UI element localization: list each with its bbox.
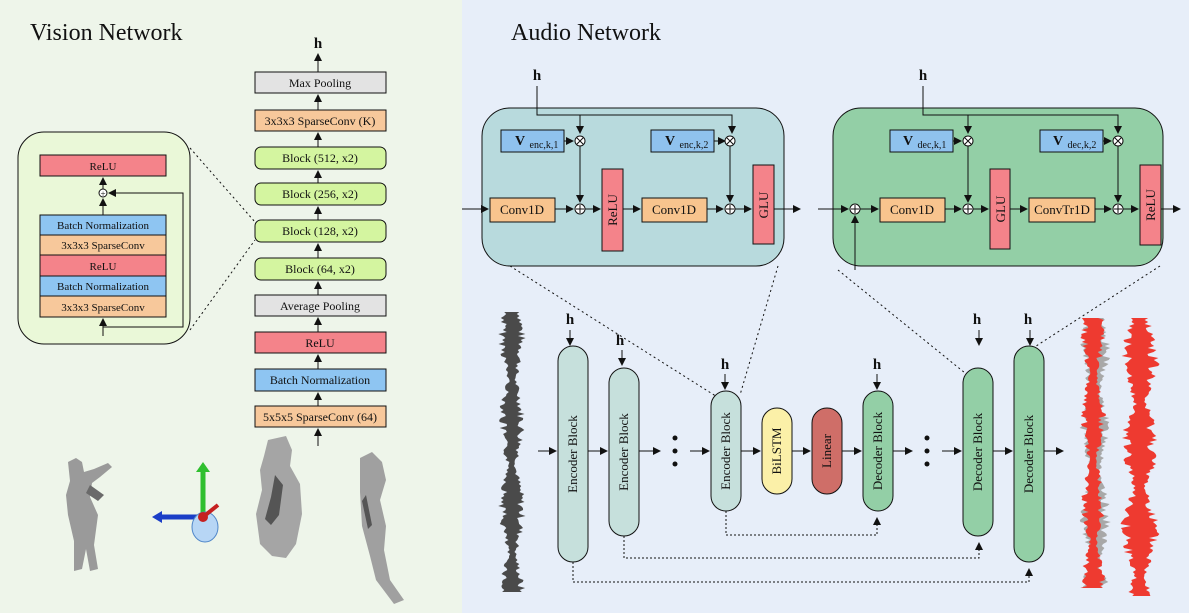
average-pooling-label: Average Pooling (280, 299, 360, 313)
vision-output-h: h (314, 36, 323, 52)
block-256-label: Block (256, x2) (282, 187, 358, 201)
detail-relu-top-label: ReLU (90, 161, 117, 173)
audio-network: h V enc,k,1 V enc,k,2 (462, 68, 1181, 596)
encoder-block-3-label: Encoder Block (718, 412, 733, 490)
vision-network: h Max Pooling 3x3x3 SparseConv (K) Block… (17, 36, 404, 604)
bilstm-label: BiLSTM (769, 427, 784, 474)
enc-conv1d-2-box (641, 197, 708, 223)
enc1-h: h (566, 312, 575, 328)
detail-relu-mid-label: ReLU (90, 261, 117, 273)
detail-sparseconv-2-box (39, 295, 167, 318)
detail-batchnorm-1-label: Batch Normalization (57, 220, 149, 232)
output-waveform-front (1080, 318, 1106, 588)
dec-convtr1d-label: ConvTr1D (1034, 202, 1090, 217)
detail-sparseconv-2-label: 3x3x3 SparseConv (61, 302, 145, 314)
v-dec-2-main: V (1053, 134, 1063, 149)
dec-relu-label: ReLU (1143, 189, 1158, 221)
v-enc-2-sub: enc,k,2 (680, 140, 709, 151)
dec-conv1d-box (879, 197, 946, 223)
detail-batchnorm-2-label: Batch Normalization (57, 281, 149, 293)
sparseconv-k-label: 3x3x3 SparseConv (K) (265, 114, 376, 128)
sparseconv-64-label: 5x5x5 SparseConv (64) (263, 410, 377, 424)
vision-batchnorm-box (254, 368, 387, 392)
block-256-box (254, 182, 387, 206)
coordinate-axes-icon (152, 462, 220, 543)
decoder-ellipsis (924, 435, 930, 467)
block-128-box (254, 219, 387, 243)
enc-relu-label: ReLU (605, 194, 620, 226)
detail-residual-symbol: + (100, 189, 105, 199)
audio-title: Audio Network (511, 20, 661, 46)
block-128-label: Block (128, x2) (282, 224, 358, 238)
enc-conv1d-1-label: Conv1D (500, 202, 544, 217)
enc-glu-label: GLU (756, 191, 771, 218)
v-dec-2-sub: dec,k,2 (1068, 140, 1097, 151)
enc2-h: h (616, 333, 625, 349)
block-512-box (254, 146, 387, 170)
decoder-block-3-label: Decoder Block (1021, 414, 1036, 493)
v-enc-1-sub: enc,k,1 (530, 140, 559, 151)
sparseconv-64-box (254, 405, 387, 428)
enc3-h: h (721, 357, 730, 373)
v-dec-1-sub: dec,k,1 (918, 140, 947, 151)
linear-label: Linear (819, 433, 834, 468)
dec3-h: h (1024, 312, 1033, 328)
decoder-block-3 (1013, 345, 1045, 563)
output-waveform-red-2 (1120, 318, 1160, 596)
average-pooling-box (254, 294, 387, 317)
decoder-block-2-label: Decoder Block (970, 412, 985, 491)
vision-batchnorm-label: Batch Normalization (270, 373, 370, 387)
max-pooling-label: Max Pooling (289, 76, 351, 90)
dec-glu-label: GLU (993, 195, 1008, 222)
encoder-block-1-label: Encoder Block (565, 415, 580, 493)
v-dec-1-main: V (903, 134, 913, 149)
dec-conv1d-label: Conv1D (890, 202, 934, 217)
vision-relu-label: ReLU (305, 336, 335, 350)
encoder-ellipsis (672, 435, 678, 467)
dec1-h: h (873, 357, 882, 373)
decoder-detail-h: h (919, 68, 928, 84)
detail-sparseconv-1-label: 3x3x3 SparseConv (61, 240, 145, 252)
detail-relu-top-box (39, 154, 167, 177)
decoder-block-2 (962, 367, 994, 537)
encoder-detail-h: h (533, 68, 542, 84)
point-cloud-player (360, 452, 404, 604)
dec-convtr1d-box (1028, 197, 1096, 223)
point-cloud-cello (256, 436, 302, 558)
decoder-block-1-label: Decoder Block (870, 411, 885, 490)
enc-glu-box (752, 164, 775, 245)
vision-relu-box (254, 331, 387, 354)
v-enc-1-main: V (515, 134, 525, 149)
sparseconv-k-box (254, 109, 387, 132)
encoder-block-2-label: Encoder Block (616, 413, 631, 491)
input-waveform (498, 312, 526, 592)
enc-conv1d-2-label: Conv1D (652, 202, 696, 217)
block-64-label: Block (64, x2) (285, 262, 355, 276)
point-cloud-violinist (66, 458, 112, 571)
detail-residual-add (98, 188, 108, 198)
enc-conv1d-1-box (489, 197, 556, 223)
enc-relu-box (601, 168, 624, 252)
block-512-label: Block (512, x2) (282, 151, 358, 165)
dec2-h: h (973, 312, 982, 328)
dec-relu-box (1139, 164, 1162, 246)
v-enc-2-main: V (665, 134, 675, 149)
vision-title: Vision Network (30, 20, 183, 46)
block-64-box (254, 257, 387, 281)
max-pooling-box (254, 71, 387, 94)
